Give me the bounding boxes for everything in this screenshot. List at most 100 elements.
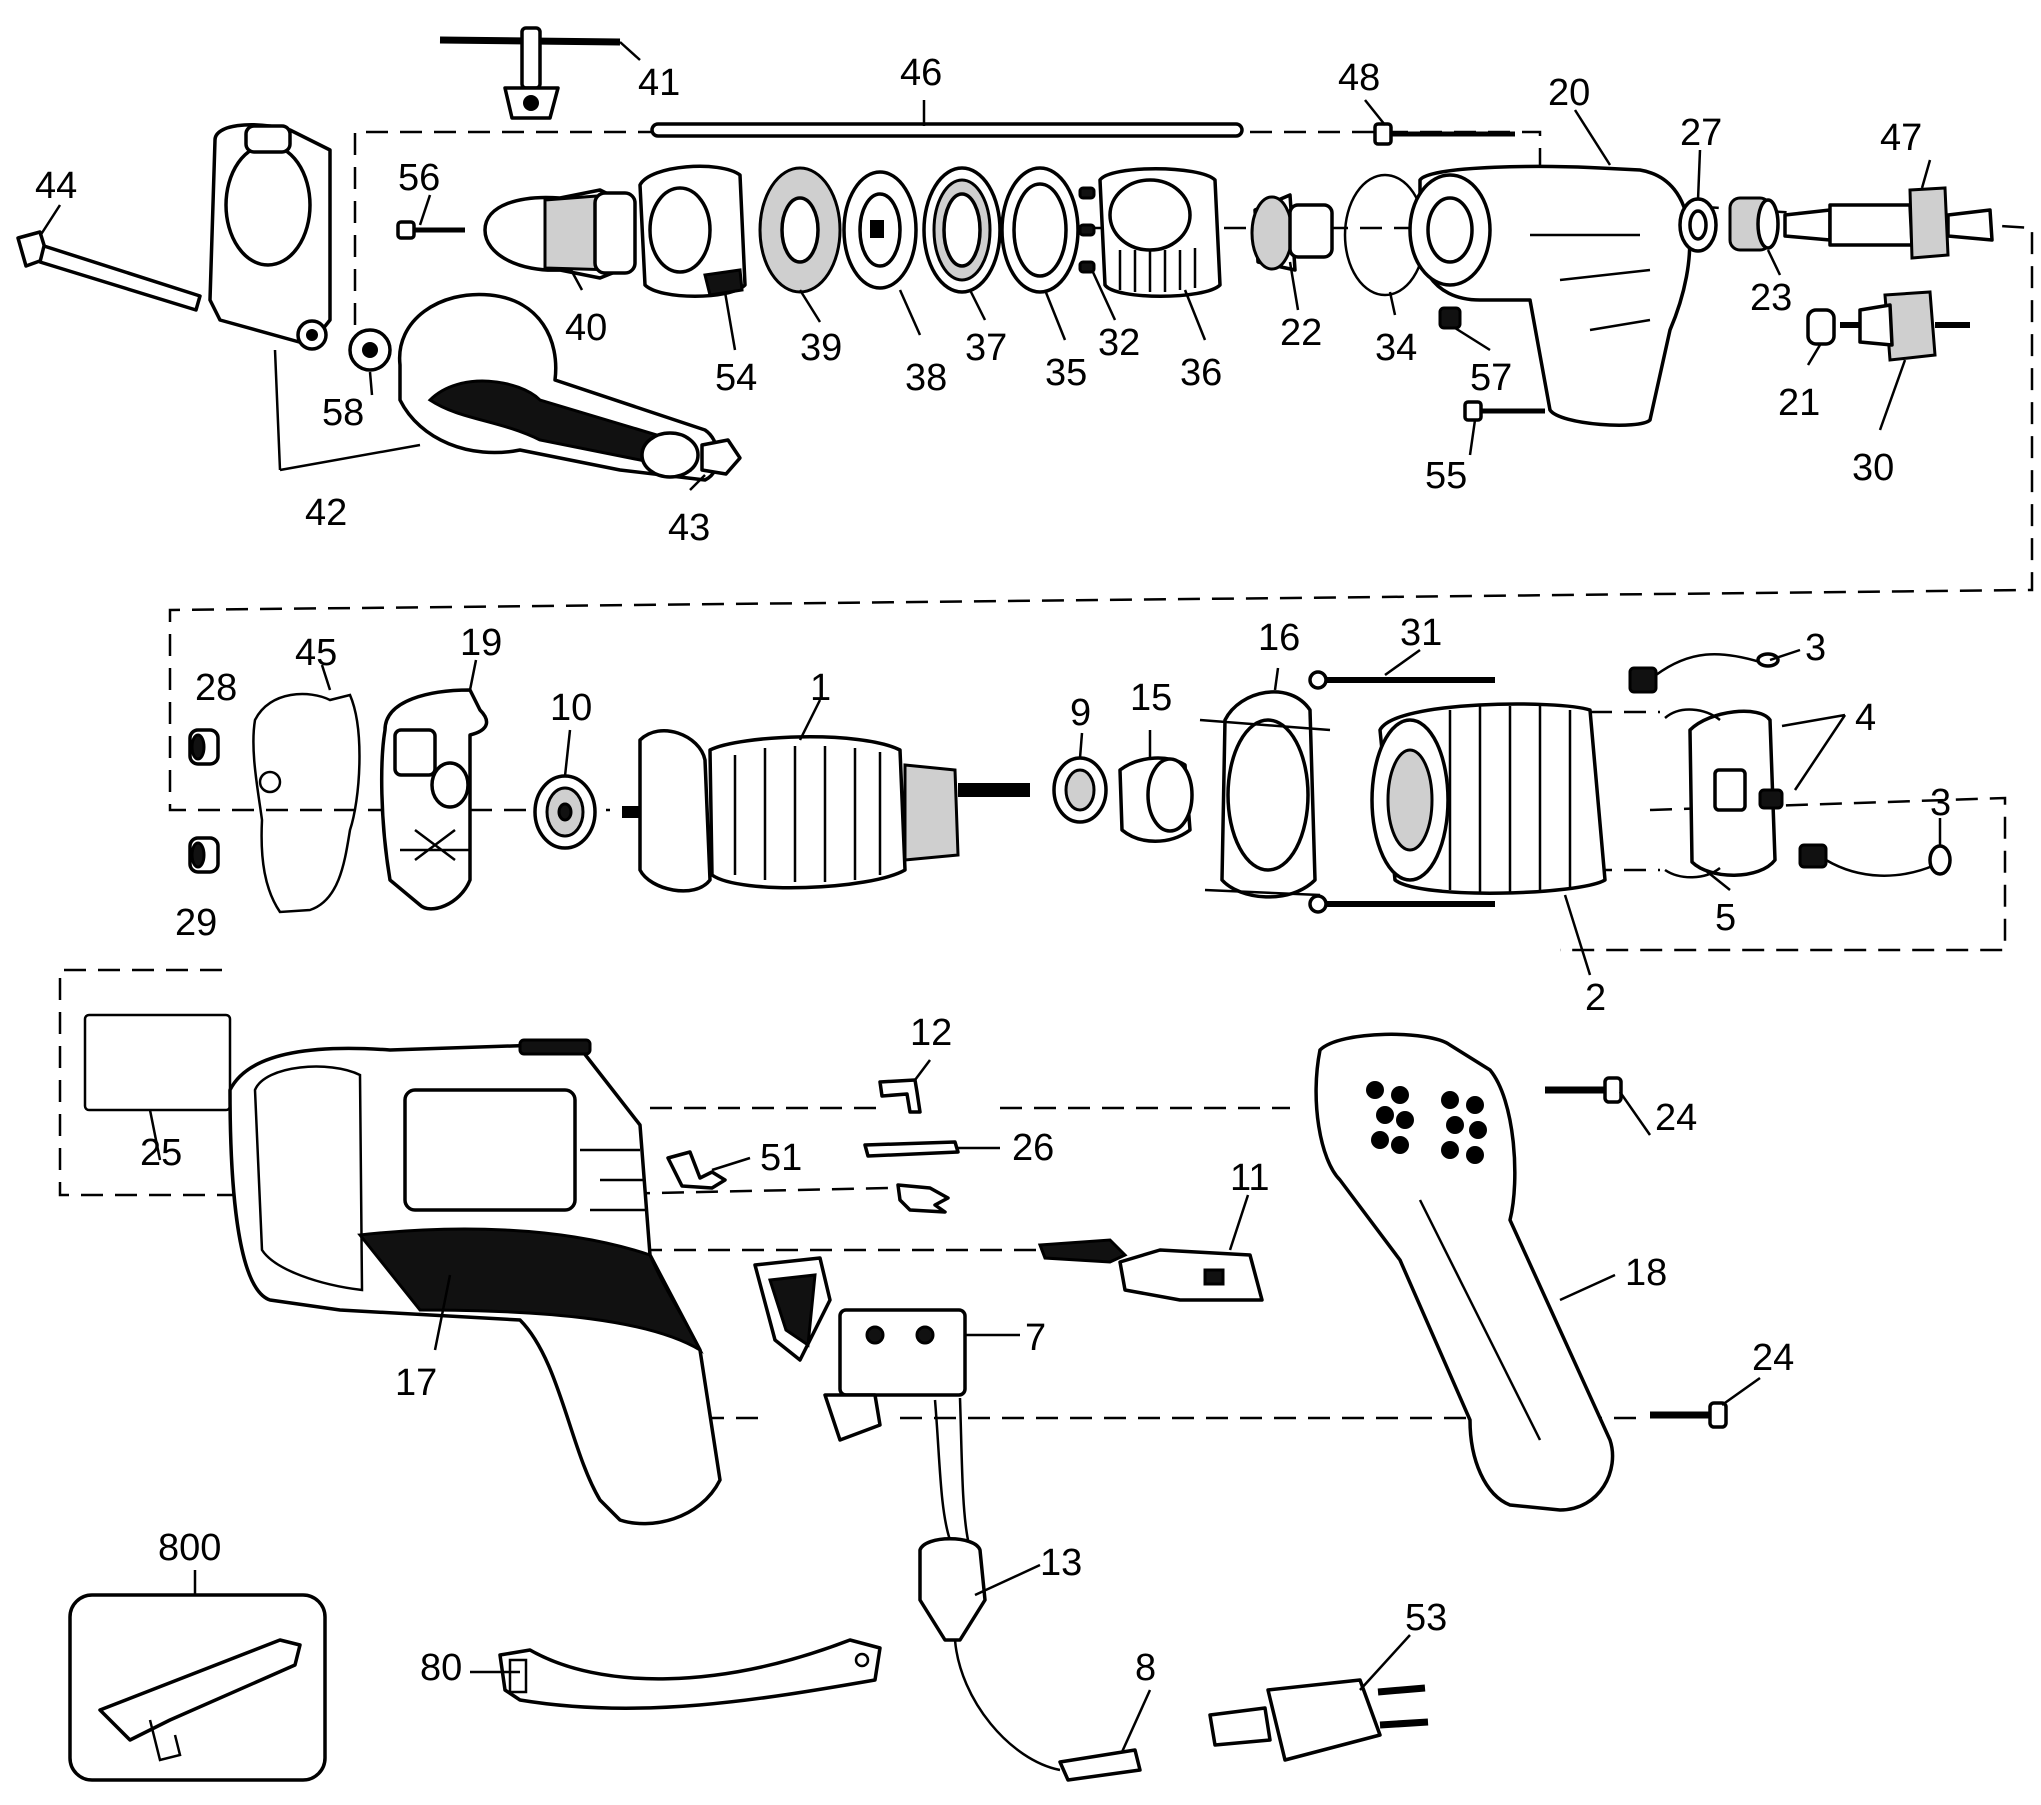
part-21-bushing <box>1806 308 1836 346</box>
label-29: 29 <box>175 902 217 944</box>
label-12: 12 <box>910 1012 952 1054</box>
label-35: 35 <box>1045 352 1087 394</box>
label-25: 25 <box>140 1132 182 1174</box>
part-44-bolt <box>16 230 202 312</box>
label-45: 45 <box>295 632 337 674</box>
label-24-upper: 24 <box>1655 1097 1697 1139</box>
part-57-pin <box>1438 306 1462 330</box>
label-39: 39 <box>800 327 842 369</box>
part-19-end-plate <box>379 688 489 911</box>
part-43-nut <box>700 438 742 476</box>
label-44: 44 <box>35 165 77 207</box>
part-3-brush-lower <box>1798 843 1952 877</box>
part-22-gear <box>1250 193 1334 272</box>
label-31: 31 <box>1400 612 1442 654</box>
label-34: 34 <box>1375 327 1417 369</box>
label-42: 42 <box>305 492 347 534</box>
label-10: 10 <box>550 687 592 729</box>
label-40: 40 <box>565 307 607 349</box>
label-4: 4 <box>1855 697 1876 739</box>
label-9: 9 <box>1070 692 1091 734</box>
part-23-bearing <box>1728 196 1780 252</box>
part-58-spacer <box>348 328 392 372</box>
label-21: 21 <box>1778 382 1820 424</box>
part-7-trigger-switch <box>753 1256 967 1442</box>
part-13-cord-protector <box>918 1397 987 1642</box>
part-18-handle-half <box>1314 1032 1615 1512</box>
part-55-screw <box>1463 400 1545 422</box>
part-32-pins <box>1078 186 1096 274</box>
part-24-screw-upper <box>1545 1076 1623 1104</box>
part-25-label <box>83 1013 232 1112</box>
label-26: 26 <box>1012 1127 1054 1169</box>
part-29-bushing <box>188 836 220 874</box>
part-40-chuck <box>483 188 637 280</box>
label-2: 2 <box>1585 977 1606 1019</box>
label-32: 32 <box>1098 322 1140 364</box>
part-47-spindle <box>1783 186 1994 260</box>
part-48-screw <box>1373 122 1515 146</box>
label-54: 54 <box>715 357 757 399</box>
label-48: 48 <box>1338 57 1380 99</box>
part-36-gear-ring <box>1098 167 1222 298</box>
part-45-gasket <box>252 692 361 914</box>
label-51: 51 <box>760 1137 802 1179</box>
part-8-cord <box>953 1639 1142 1782</box>
part-9-bearing <box>1052 756 1108 824</box>
part-20-gear-case <box>1408 164 1692 427</box>
part-3-brush-upper <box>1628 652 1780 694</box>
part-26-rod <box>863 1140 960 1158</box>
part-5-clip <box>1664 708 1721 879</box>
part-2-field <box>1370 702 1607 895</box>
part-38-washer <box>842 170 918 290</box>
label-57: 57 <box>1470 357 1512 399</box>
leader-lines <box>38 41 1942 1753</box>
part-35-ring <box>1000 166 1080 294</box>
label-53: 53 <box>1405 1597 1447 1639</box>
label-80: 80 <box>420 1647 462 1689</box>
label-22: 22 <box>1280 312 1322 354</box>
label-38: 38 <box>905 357 947 399</box>
part-11-switch <box>1037 1238 1264 1302</box>
label-46: 46 <box>900 52 942 94</box>
label-18: 18 <box>1625 1252 1667 1294</box>
label-55: 55 <box>1425 455 1467 497</box>
label-37: 37 <box>965 327 1007 369</box>
part-53-plug <box>1208 1678 1429 1762</box>
label-20: 20 <box>1548 72 1590 114</box>
part-80-clip <box>498 1638 882 1710</box>
callout-labels: 41 46 48 20 27 47 44 56 40 54 39 38 37 3… <box>35 52 1951 1689</box>
part-54-collar <box>638 164 747 298</box>
part-46-rod <box>650 122 1244 138</box>
part-800-kit <box>68 1593 327 1782</box>
part-28-bushing <box>188 728 220 766</box>
part-41-chuck-key <box>439 26 621 120</box>
label-13: 13 <box>1040 1542 1082 1584</box>
part-16-baffle <box>1199 690 1331 899</box>
part-10-bearing <box>533 774 597 850</box>
label-43: 43 <box>668 507 710 549</box>
label-24-lower: 24 <box>1752 1337 1794 1379</box>
part-15-sleeve <box>1118 756 1194 843</box>
part-31-screws <box>1308 670 1495 914</box>
part-17-housing <box>228 1038 722 1526</box>
label-8: 8 <box>1135 1647 1156 1689</box>
label-47: 47 <box>1880 117 1922 159</box>
label-16: 16 <box>1258 617 1300 659</box>
label-23: 23 <box>1750 277 1792 319</box>
label-27: 27 <box>1680 112 1722 154</box>
label-7: 7 <box>1025 1317 1046 1359</box>
label-15: 15 <box>1130 677 1172 719</box>
label-800: 800 <box>158 1527 221 1569</box>
part-27-washer <box>1678 197 1718 253</box>
label-30: 30 <box>1852 447 1894 489</box>
part-51-spring <box>666 1150 950 1214</box>
label-11: 11 <box>1230 1157 1269 1199</box>
part-37-bearing <box>922 166 1002 294</box>
part-24-screw-lower <box>1650 1401 1728 1429</box>
label-36: 36 <box>1180 352 1222 394</box>
part-42-side-handle-clamp <box>208 123 332 351</box>
part-30-gear <box>1840 290 1970 362</box>
label-28: 28 <box>195 667 237 709</box>
